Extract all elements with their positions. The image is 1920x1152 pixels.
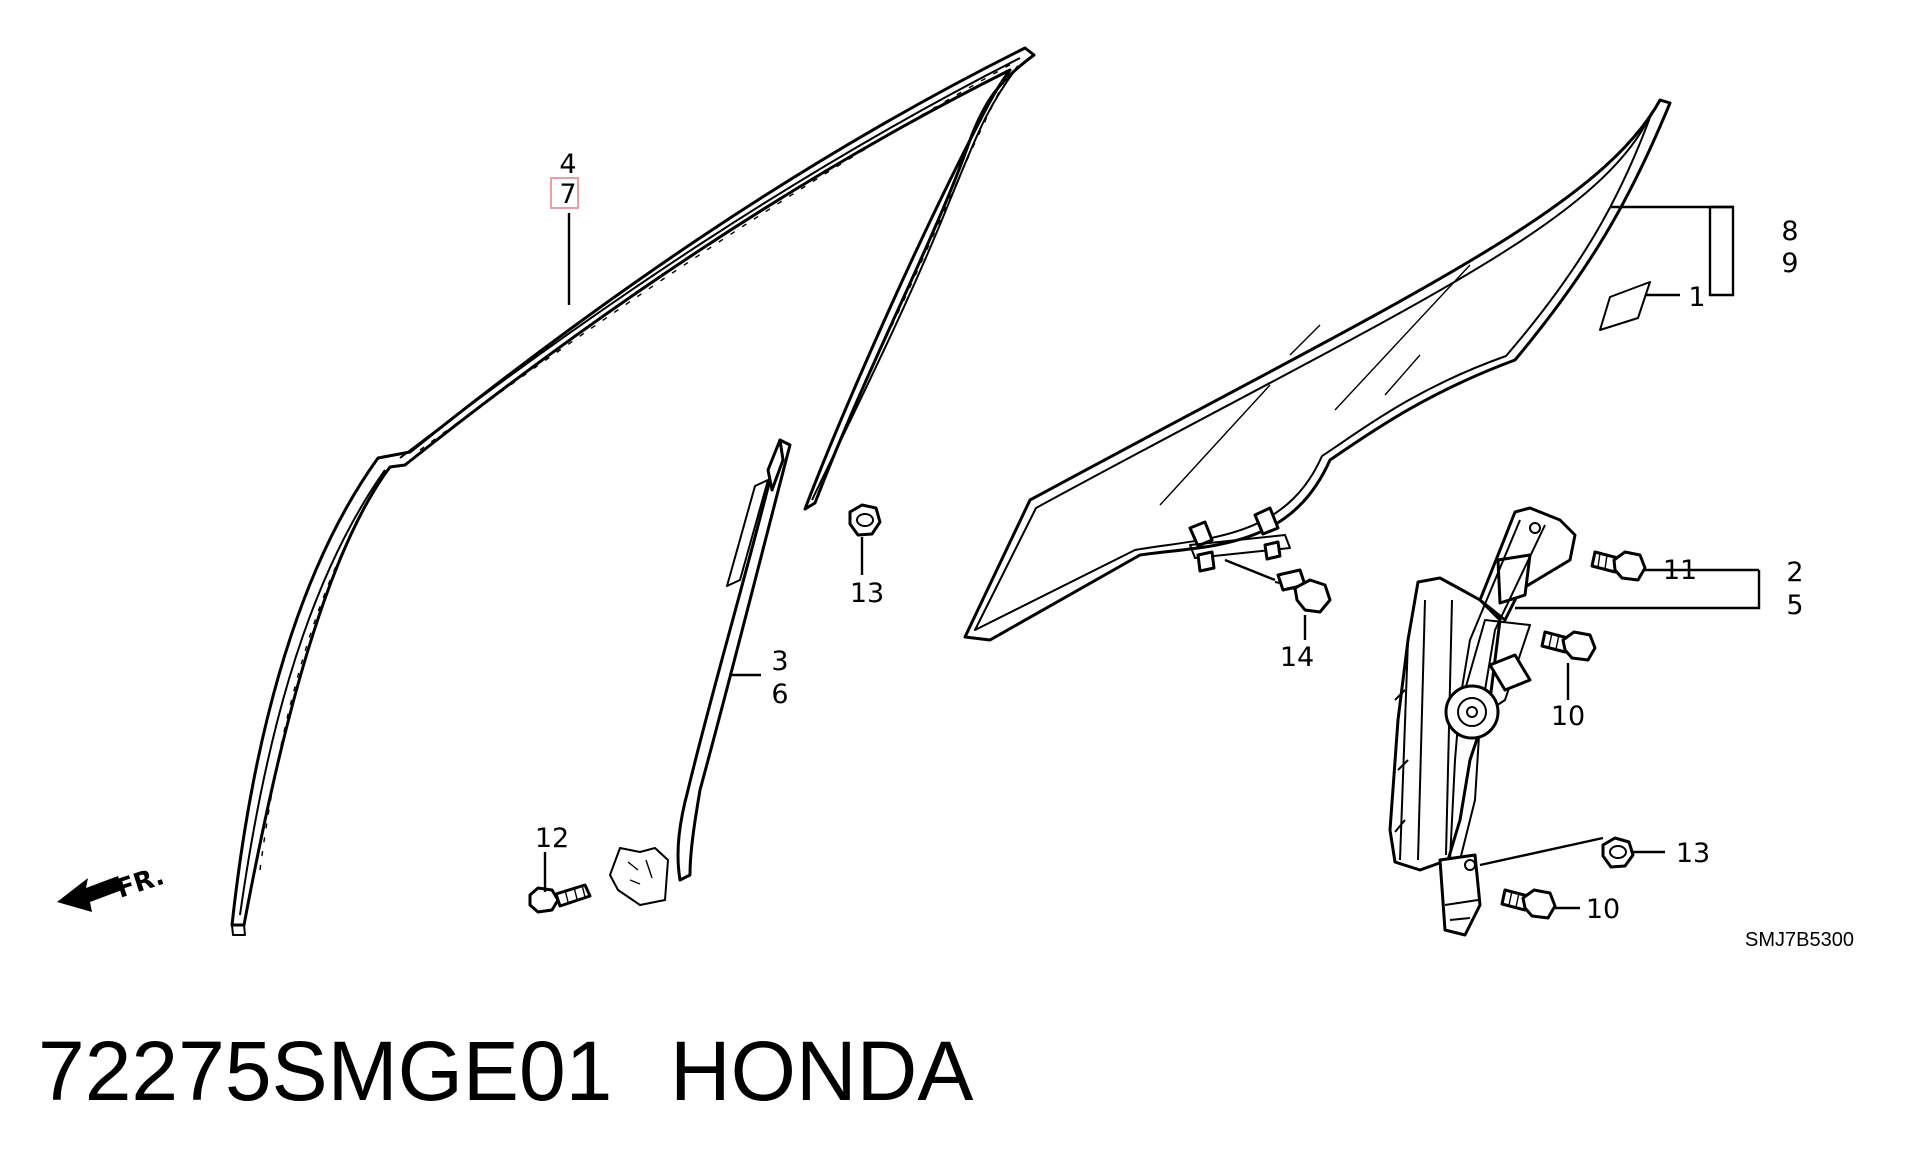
nut-13-top-icon <box>848 503 882 537</box>
bolt-14-icon <box>1274 568 1332 614</box>
glass-run-part <box>609 438 792 906</box>
callout-7: 7 <box>559 179 576 210</box>
bolt-10-lower-icon <box>1500 888 1557 920</box>
leader-lines <box>543 205 1761 910</box>
bolt-10-upper-icon <box>1540 630 1597 662</box>
bolt-12-icon <box>528 883 592 914</box>
door-glass-part <box>963 98 1672 642</box>
part-number: 72275SMGE01 <box>38 1024 612 1118</box>
callout-9: 9 <box>1781 248 1798 279</box>
callout-10-lower: 10 <box>1586 894 1620 925</box>
callout-1: 1 <box>1688 282 1705 313</box>
brand-name: HONDA <box>670 1024 973 1118</box>
diagram-code: SMJ7B5300 <box>1745 929 1854 951</box>
callout-8: 8 <box>1781 216 1798 247</box>
callout-14: 14 <box>1280 642 1314 673</box>
callout-6: 6 <box>771 679 788 710</box>
front-direction-arrow-icon: FR. <box>57 861 168 912</box>
window-regulator-part <box>1388 506 1577 937</box>
bolt-11-icon <box>1590 550 1647 582</box>
callout-13-lower: 13 <box>1676 838 1710 869</box>
run-channel-part <box>230 46 1036 936</box>
fr-label: FR. <box>113 861 168 904</box>
nut-13-lower-icon <box>1601 836 1635 869</box>
callout-12: 12 <box>535 823 569 854</box>
callout-2: 2 <box>1786 557 1803 588</box>
callout-4: 4 <box>559 149 576 180</box>
callout-13-top: 13 <box>850 578 884 609</box>
callout-3: 3 <box>771 646 788 677</box>
callout-5: 5 <box>1786 590 1803 621</box>
callout-10-upper: 10 <box>1551 701 1585 732</box>
highlight-box <box>550 177 579 209</box>
callout-11: 11 <box>1663 555 1697 586</box>
